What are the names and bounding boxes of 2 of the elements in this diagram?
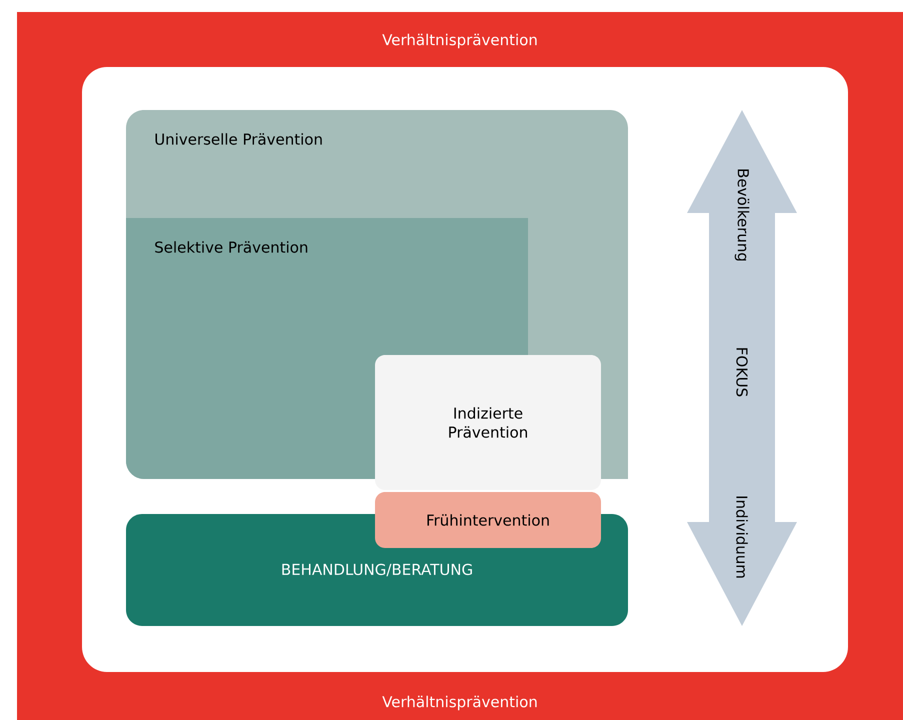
box: Indizierte Prävention	[375, 355, 601, 490]
box: Frühintervention	[375, 492, 601, 548]
